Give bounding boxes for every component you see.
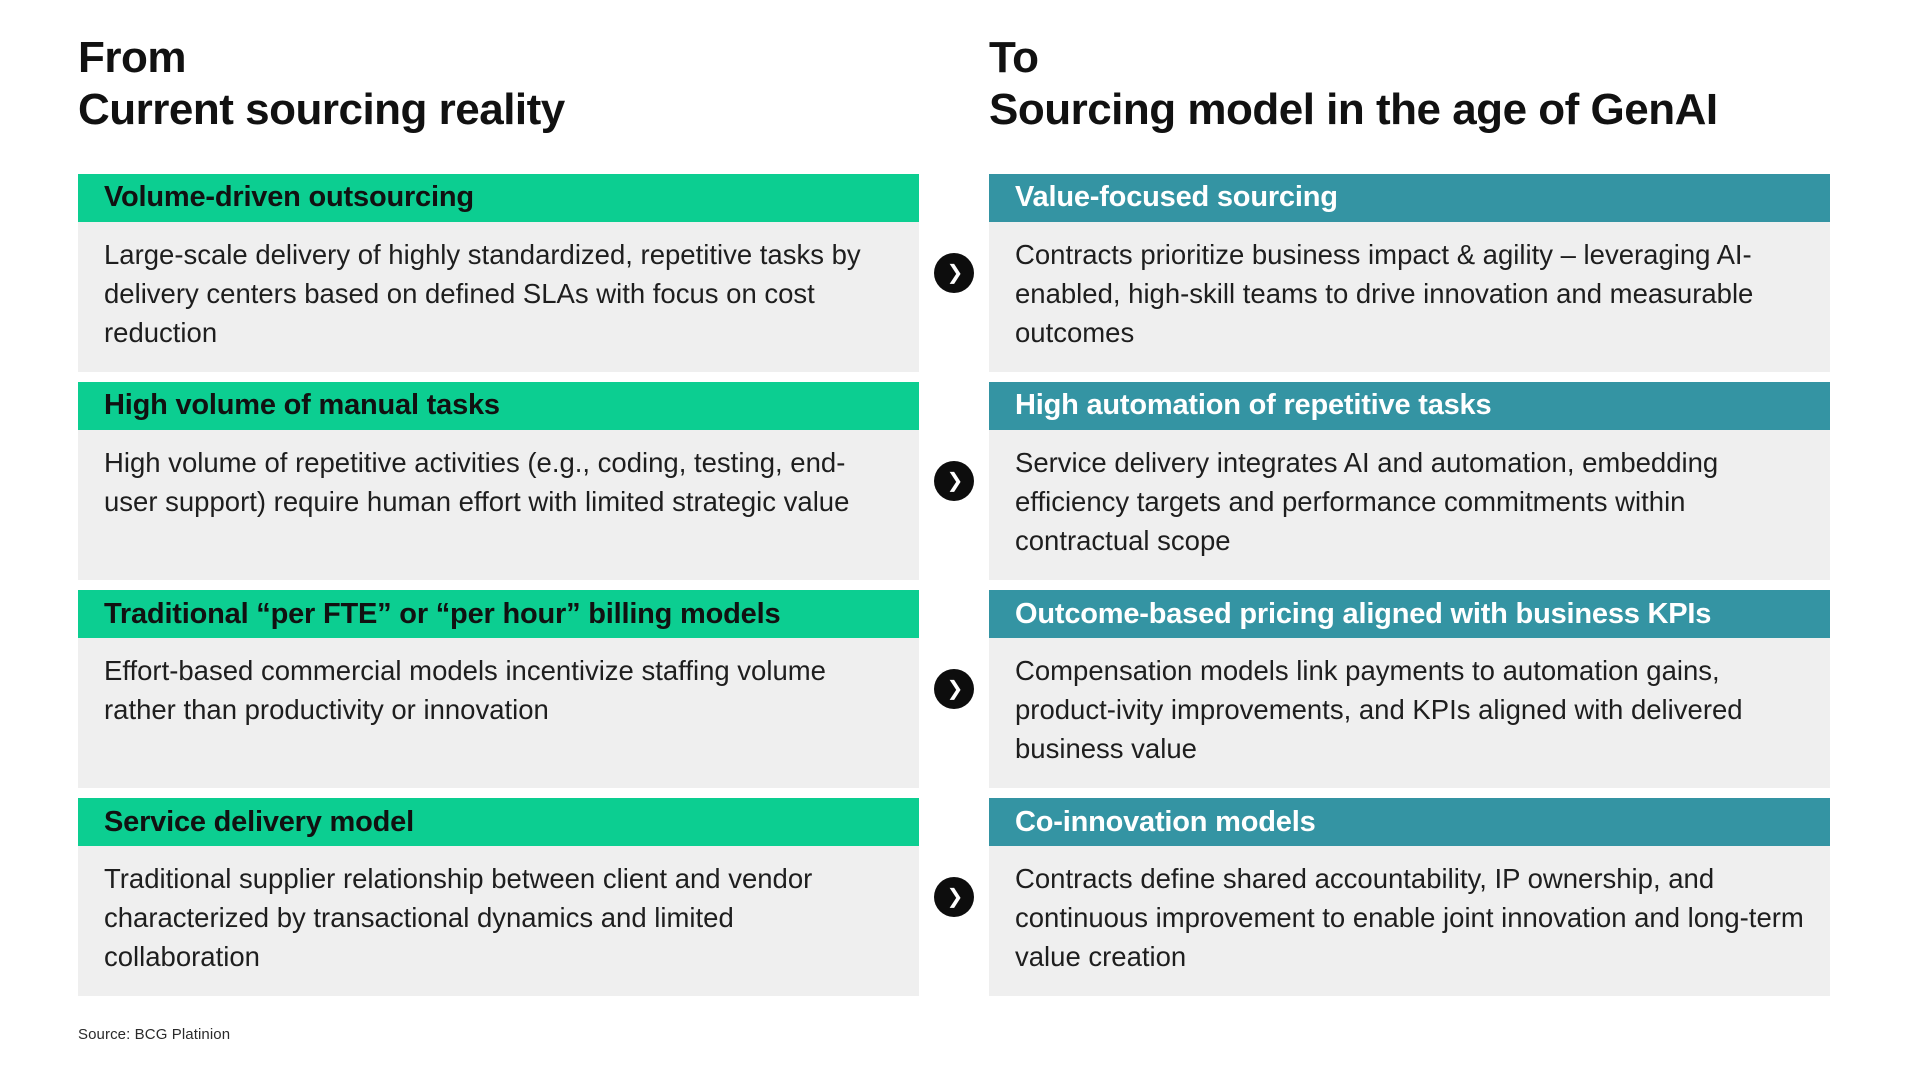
from-card-volume: Volume-driven outsourcing Large-scale de…: [78, 173, 919, 372]
from-card-body: High volume of repetitive activities (e.…: [78, 429, 919, 581]
from-card-header: High volume of manual tasks: [78, 381, 919, 430]
from-title: Current sourcing reality: [78, 84, 565, 134]
arrow-column: ❯: [919, 382, 989, 580]
from-card-billing: Traditional “per FTE” or “per hour” bill…: [78, 590, 919, 789]
to-card-header: Outcome-based pricing aligned with busin…: [989, 590, 1830, 639]
to-card-header: Co-innovation models: [989, 798, 1830, 847]
to-card-body: Compensation models link payments to aut…: [989, 638, 1830, 789]
arrow-column: ❯: [919, 174, 989, 372]
titles-row: From Current sourcing reality To Sourcin…: [78, 32, 1830, 136]
to-card-header: Value-focused sourcing: [989, 173, 1830, 222]
to-card-co-innovation: Co-innovation models Contracts define sh…: [989, 798, 1830, 997]
arrow-column: ❯: [919, 590, 989, 788]
to-card-header: High automation of repetitive tasks: [989, 381, 1830, 430]
to-card-body: Contracts define shared accountability, …: [989, 846, 1830, 997]
to-title-kicker: To: [988, 33, 1039, 82]
comparison-row-billing: Traditional “per FTE” or “per hour” bill…: [78, 590, 1830, 789]
from-card-body: Effort-based commercial models incentivi…: [78, 638, 919, 789]
comparison-row-manual-tasks: High volume of manual tasks High volume …: [78, 381, 1830, 581]
from-card-header: Volume-driven outsourcing: [78, 173, 919, 222]
from-card-delivery-model: Service delivery model Traditional suppl…: [78, 798, 919, 997]
source-note: Source: BCG Platinion: [78, 1026, 231, 1044]
to-card-value: Value-focused sourcing Contracts priorit…: [989, 173, 1830, 372]
from-card-header: Traditional “per FTE” or “per hour” bill…: [78, 590, 919, 639]
from-title-kicker: From: [78, 33, 187, 82]
chevron-right-icon: ❯: [934, 669, 974, 710]
to-card-body: Contracts prioritize business impact & a…: [989, 221, 1830, 372]
chevron-right-icon: ❯: [934, 461, 974, 502]
comparison-rows: Volume-driven outsourcing Large-scale de…: [78, 173, 1830, 997]
to-card-body: Service delivery integrates AI and autom…: [989, 429, 1830, 581]
to-card-automation: High automation of repetitive tasks Serv…: [989, 381, 1830, 581]
from-card-body: Traditional supplier relationship betwee…: [78, 846, 919, 997]
from-title-block: From Current sourcing reality: [78, 32, 919, 136]
chevron-right-icon: ❯: [934, 252, 974, 293]
comparison-row-delivery-model: Service delivery model Traditional suppl…: [78, 798, 1830, 997]
to-title-block: To Sourcing model in the age of GenAI: [989, 32, 1830, 136]
from-card-header: Service delivery model: [78, 798, 919, 847]
arrow-column: ❯: [919, 798, 989, 996]
chevron-right-icon: ❯: [934, 877, 974, 918]
from-card-body: Large-scale delivery of highly standardi…: [78, 221, 919, 372]
from-card-manual-tasks: High volume of manual tasks High volume …: [78, 381, 919, 581]
title-spacer: [919, 32, 989, 136]
comparison-row-volume: Volume-driven outsourcing Large-scale de…: [78, 173, 1830, 372]
to-title: Sourcing model in the age of GenAI: [988, 84, 1718, 134]
to-card-outcome-pricing: Outcome-based pricing aligned with busin…: [989, 590, 1830, 789]
